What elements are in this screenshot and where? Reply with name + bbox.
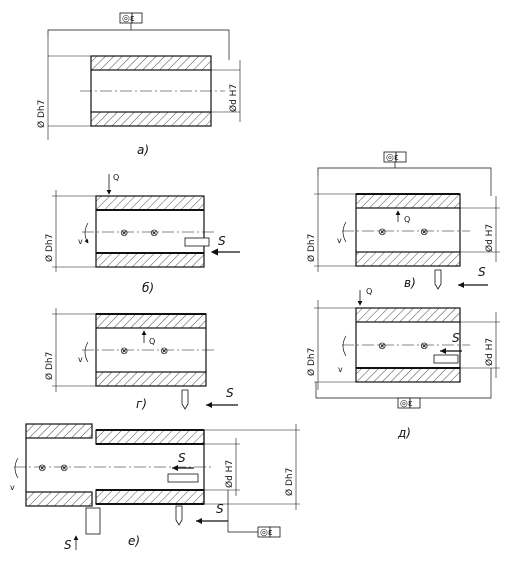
feed-label-d: S: [452, 331, 460, 345]
inner-dim-e: Ød H7: [224, 460, 235, 488]
workpiece-b-top-wall: [95, 195, 205, 211]
workpiece-b-bottom-wall: [95, 252, 205, 268]
svg-text:⊗: ⊗: [120, 228, 128, 239]
figure-b: ⊗ ⊗ Q S v Ø Dh7 б): [44, 173, 240, 295]
workpiece-a-bottom-wall: [90, 111, 212, 127]
caption-d: д): [397, 426, 411, 440]
outer-dim-d: Ø Dh7: [306, 348, 317, 376]
svg-text:⊗: ⊗: [60, 463, 68, 474]
svg-text:⊗: ⊗: [160, 346, 168, 357]
force-label-d: Q: [366, 287, 372, 296]
caption-g: г): [136, 397, 147, 411]
svg-text:⊗: ⊗: [420, 341, 428, 352]
figure-e: ⊗ ⊗ S S S v ◎ε Ød H7 Ø Dh7 е): [10, 423, 300, 552]
outer-dim-a: Ø Dh7: [36, 100, 47, 128]
inner-dim-d: Ød H7: [484, 338, 495, 366]
outer-dim-e: Ø Dh7: [284, 468, 295, 496]
feed-label-g: S: [226, 386, 234, 400]
tolerance-symbol-e: ◎ε: [260, 528, 273, 538]
force-label-g: Q: [149, 337, 155, 346]
outer-dim-g: Ø Dh7: [44, 352, 55, 380]
svg-text:⊗: ⊗: [120, 346, 128, 357]
force-label-v: Q: [404, 215, 410, 224]
svg-text:⊗: ⊗: [38, 463, 46, 474]
tolerance-symbol-d: ◎ε: [400, 399, 413, 409]
feed2-label-e: S: [216, 502, 224, 516]
figure-d: ⊗ ⊗ Q S v ◎ε Ø Dh7 Ød H7 д): [306, 287, 500, 440]
tolerance-symbol-v: ◎ε: [386, 153, 399, 163]
svg-text:⊗: ⊗: [420, 227, 428, 238]
caption-b: б): [142, 281, 154, 295]
svg-text:⊗: ⊗: [378, 341, 386, 352]
speed-label-v: v: [337, 236, 342, 245]
workpiece-a-top-wall: [90, 55, 212, 71]
outer-dim-v: Ø Dh7: [306, 234, 317, 262]
speed-label-g: v: [78, 355, 83, 364]
inner-dim-v: Ød H7: [484, 224, 495, 252]
inner-dim-a: Ød H7: [228, 84, 239, 112]
speed-label-d: v: [338, 365, 343, 374]
figure-v: ⊗ ⊗ Q S v ◎ε Ø Dh7 Ød H7 в): [306, 151, 500, 290]
svg-text:⊗: ⊗: [378, 227, 386, 238]
caption-v: в): [404, 276, 416, 290]
feed-label-v: S: [478, 265, 486, 279]
boring-bar-b: [184, 237, 210, 247]
speed-label-e: v: [10, 483, 15, 492]
svg-text:⊗: ⊗: [150, 228, 158, 239]
figure-a: ◎ε Ø Dh7 Ød H7 а): [36, 12, 241, 157]
caption-e: е): [128, 534, 140, 548]
caption-a: а): [137, 143, 149, 157]
outer-dim-b: Ø Dh7: [44, 234, 55, 262]
speed-label-b: v: [78, 237, 83, 246]
feed-label-b: S: [218, 234, 226, 248]
feed-label-e: S: [178, 451, 186, 465]
feed3-label-e: S: [64, 538, 72, 552]
figure-g: ⊗ ⊗ Q S v Ø Dh7 г): [44, 308, 238, 411]
tolerance-symbol-a: ◎ε: [122, 14, 135, 24]
force-label-b: Q: [113, 173, 119, 182]
